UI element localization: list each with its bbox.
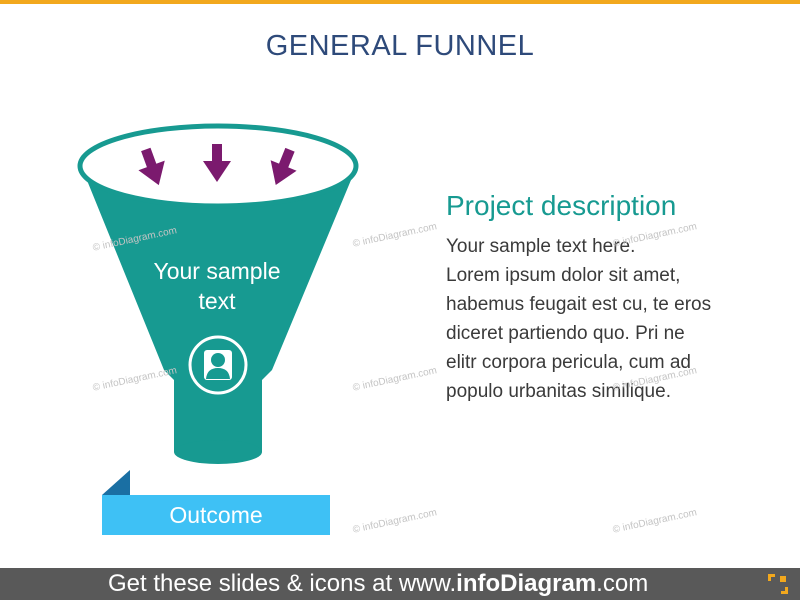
- page-title: GENERAL FUNNEL: [265, 30, 535, 62]
- description-line: diceret partiendo quo. Pri ne: [446, 323, 685, 344]
- description-heading: Project description: [446, 190, 677, 221]
- footer-prefix: Get these slides & icons at www.: [108, 570, 457, 597]
- funnel-spout-bottom: [174, 440, 262, 464]
- description-line: Your sample text here.: [446, 236, 636, 257]
- description-line: populo urbanitas similique.: [446, 381, 671, 402]
- footer-text[interactable]: Get these slides & icons at www.infoDiag…: [108, 569, 648, 599]
- footer-suffix: .com: [596, 570, 649, 597]
- description-line: elitr corpora pericula, cum ad: [446, 352, 691, 373]
- person-icon: [188, 335, 248, 395]
- outcome-label: Outcome: [102, 495, 330, 535]
- funnel-label-line1: Your sample: [153, 258, 281, 284]
- funnel-label-line2: text: [198, 288, 236, 314]
- description-body: Your sample text here. Lorem ipsum dolor…: [446, 232, 776, 406]
- funnel-label: Your sample text: [130, 256, 304, 316]
- description-line: Lorem ipsum dolor sit amet,: [446, 265, 681, 286]
- description-line: habemus feugait est cu, te eros: [446, 294, 712, 315]
- footer-brand: infoDiagram: [456, 570, 597, 597]
- funnel-body: [82, 168, 356, 461]
- arrow-down-icon: [138, 144, 297, 186]
- footer-bar: Get these slides & icons at www.infoDiag…: [0, 568, 800, 600]
- top-accent-bar: [0, 0, 800, 4]
- infodiagram-logo-icon: [768, 574, 788, 594]
- outcome-fold-corner: [102, 470, 130, 496]
- outcome-text: Outcome: [169, 501, 263, 528]
